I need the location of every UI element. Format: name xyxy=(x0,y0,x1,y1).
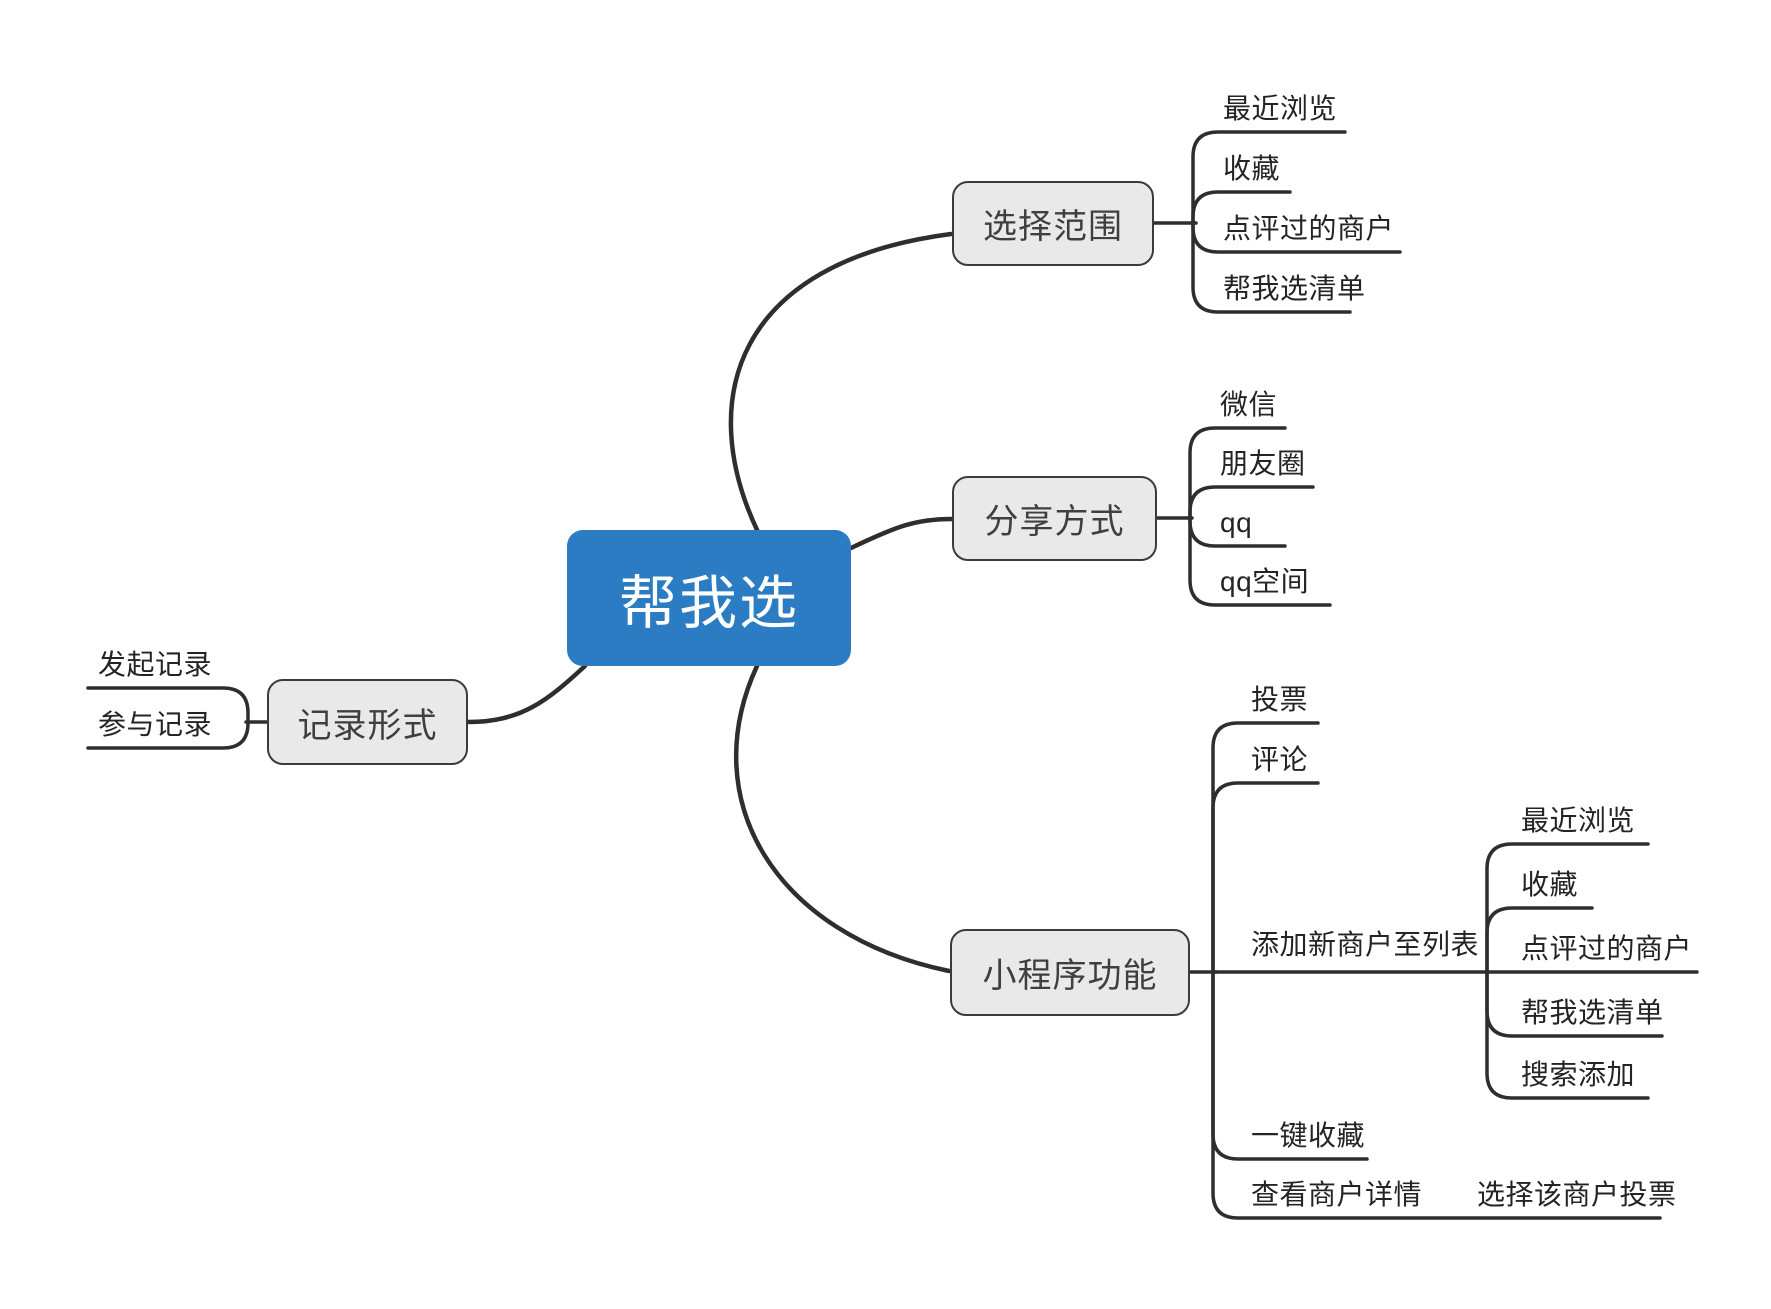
edge-wechat xyxy=(1188,426,1287,520)
edge-view-merchant-detail xyxy=(1211,970,1662,1220)
leaf-comment[interactable]: 评论 xyxy=(1251,744,1309,775)
leaf-recent-views[interactable]: 最近浏览 xyxy=(1223,93,1338,124)
edge-root-to-miniprogram xyxy=(733,663,952,974)
edge-join-record xyxy=(86,720,250,750)
edge-recent-views xyxy=(1191,130,1347,225)
branch-share-method[interactable]: 分享方式 xyxy=(952,476,1157,561)
leaf-favorites[interactable]: 收藏 xyxy=(1223,153,1281,184)
edge-help-me-choose-list xyxy=(1191,221,1352,314)
edge-sub-recent-views xyxy=(1485,842,1650,974)
leaf-one-tap-favorite[interactable]: 一键收藏 xyxy=(1251,1120,1366,1151)
edge-favorites xyxy=(1191,190,1292,225)
leaf-choose-merchant-vote[interactable]: 选择该商户投票 xyxy=(1477,1179,1677,1210)
edge-start-record xyxy=(86,686,250,724)
branch-miniprogram-features[interactable]: 小程序功能 xyxy=(950,929,1190,1016)
leaf-help-me-choose-list[interactable]: 帮我选清单 xyxy=(1223,273,1366,304)
leaf-moments[interactable]: 朋友圈 xyxy=(1220,448,1306,479)
leaf-sub-help-me-choose-list[interactable]: 帮我选清单 xyxy=(1521,997,1664,1028)
root-topic[interactable]: 帮我选 xyxy=(567,530,851,666)
leaf-join-record[interactable]: 参与记录 xyxy=(98,709,213,740)
edge-sub-search-add xyxy=(1485,970,1650,1100)
leaf-vote[interactable]: 投票 xyxy=(1251,684,1309,715)
leaf-reviewed-merchants[interactable]: 点评过的商户 xyxy=(1223,213,1395,244)
leaf-sub-reviewed-merchants[interactable]: 点评过的商户 xyxy=(1521,933,1693,964)
leaf-wechat[interactable]: 微信 xyxy=(1220,389,1278,420)
leaf-add-merchant-to-list[interactable]: 添加新商户至列表 xyxy=(1251,929,1480,960)
edge-root-to-selection-range xyxy=(728,231,954,535)
leaf-start-record[interactable]: 发起记录 xyxy=(98,649,213,680)
edge-sub-favorites xyxy=(1485,906,1594,974)
leaf-sub-recent-views[interactable]: 最近浏览 xyxy=(1521,805,1636,836)
leaf-qq[interactable]: qq xyxy=(1220,507,1253,538)
edge-root-to-share-method xyxy=(848,516,955,551)
leaf-sub-favorites[interactable]: 收藏 xyxy=(1521,869,1579,900)
edge-comment xyxy=(1211,781,1320,974)
leaf-qzone[interactable]: qq空间 xyxy=(1220,566,1310,597)
edge-root-to-record-form xyxy=(465,663,588,725)
leaf-view-merchant-detail[interactable]: 查看商户详情 xyxy=(1251,1179,1423,1210)
edge-moments xyxy=(1188,485,1315,520)
edge-qzone xyxy=(1188,516,1332,607)
branch-record-form[interactable]: 记录形式 xyxy=(267,679,468,765)
branch-selection-range[interactable]: 选择范围 xyxy=(952,181,1154,266)
leaf-sub-search-add[interactable]: 搜索添加 xyxy=(1521,1059,1636,1090)
edge-vote xyxy=(1211,721,1320,974)
